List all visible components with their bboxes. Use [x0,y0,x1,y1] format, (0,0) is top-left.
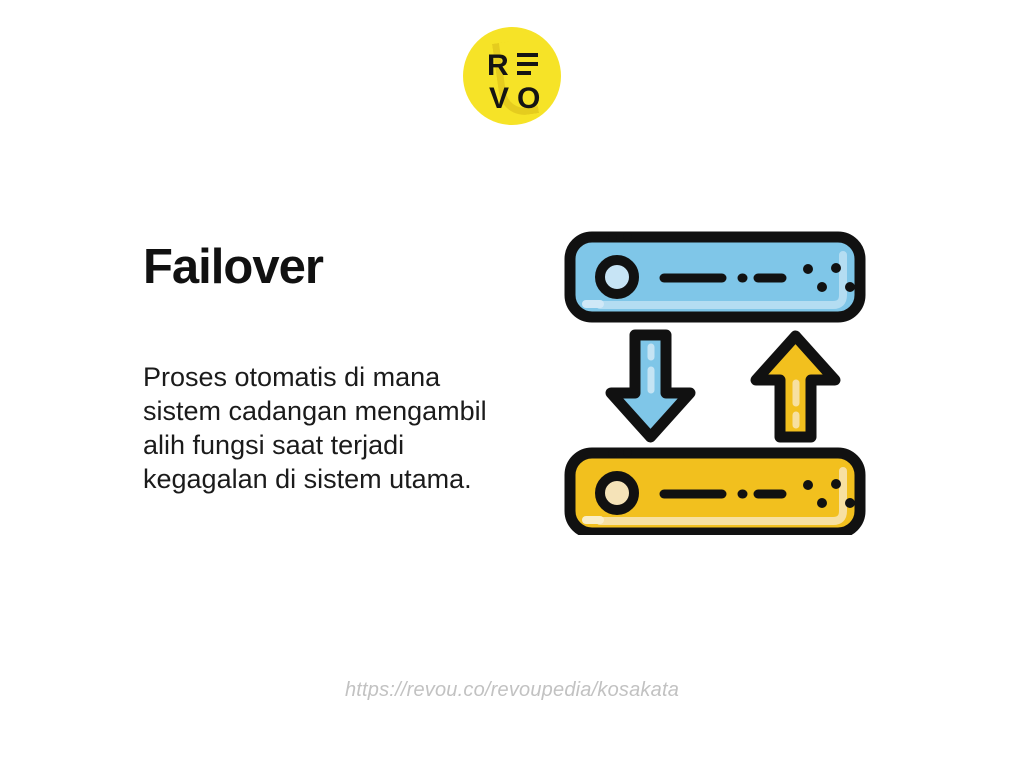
logo-letter-e-icon [517,53,538,77]
logo-circle-background [463,27,561,125]
footer-url[interactable]: https://revou.co/revoupedia/kosakata [344,679,680,701]
definition-line: sistem cadangan mengambil [143,396,487,427]
logo-letter-r: R [487,49,509,82]
revou-logo: R V O [463,27,561,125]
failover-illustration [560,225,870,535]
server-backup-yellow [564,447,866,535]
definition-line: kegagalan di sistem utama. [143,464,472,495]
server-status-dots [803,479,855,508]
led-indicator [595,255,639,299]
logo-letter-v: V [489,82,509,115]
definition-text: Proses otomatis di mana sistem cadangan … [143,360,528,496]
definition-line: alih fungsi saat terjadi [143,430,405,461]
definition-line: Proses otomatis di mana [143,362,441,392]
server-primary-blue [564,231,866,323]
logo-letter-o: O [517,82,540,115]
arrow-up-icon [750,330,841,443]
logo-letters: R V O [463,27,561,125]
page-title: Failover [143,240,324,294]
led-indicator [595,471,639,515]
arrow-down-icon [605,329,696,443]
server-status-dots [803,263,855,292]
